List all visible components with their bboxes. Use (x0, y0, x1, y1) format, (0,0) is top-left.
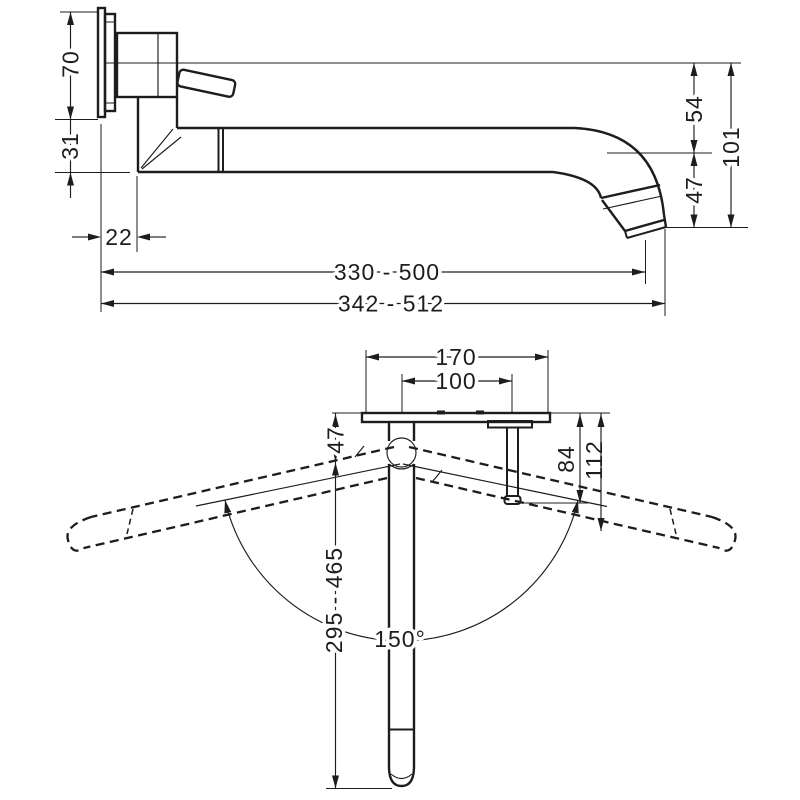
spout-tube-plan (386, 422, 417, 788)
dim-47-top-label: 47 (323, 426, 349, 454)
dim-112-label: 112 (581, 440, 607, 480)
spout-outlet (552, 126, 668, 239)
spout-arm (136, 97, 575, 174)
plate-notch (437, 410, 445, 415)
aerator-seam (602, 195, 663, 210)
elbow-cone-line (140, 128, 174, 169)
dim-170-label: 170 (435, 344, 476, 370)
dim-84-label: 84 (553, 445, 579, 473)
dim-31: 31 (54, 119, 130, 198)
swivel-arc: 150° (195, 463, 608, 656)
dim-31-label: 31 (57, 132, 83, 160)
dim-47-side-label: 47 (681, 176, 707, 204)
dim-101-label: 101 (718, 126, 744, 167)
dim-112: 112 (581, 413, 607, 531)
dim-spout-reach: 330 - 500 (101, 240, 646, 289)
mounting-plate (360, 410, 552, 424)
dim-reach-label: 330 - 500 (334, 259, 440, 285)
swivel-angle-label: 150° (374, 626, 426, 652)
top-view: 150° 170 100 47 (66, 341, 737, 789)
dim-54-47: 54 47 (607, 63, 748, 228)
ghost-tick (354, 445, 365, 458)
handle-plan (487, 420, 533, 505)
swivel-ghost-left (66, 445, 395, 552)
elbow-cone-line (141, 136, 182, 170)
dim-swivel-reach: 295 - 465 (318, 461, 392, 789)
escutcheon-plate (96, 6, 117, 119)
dim-100: 100 (401, 365, 513, 412)
dim-swivel-reach-label: 295 - 465 (321, 547, 347, 653)
outlet-face (624, 218, 665, 233)
dim-22-label: 22 (105, 224, 133, 250)
swivel-ghost-right (408, 445, 737, 552)
dim-22: 22 (72, 124, 166, 312)
dim-total-reach-label: 342 - 512 (338, 291, 444, 317)
dim-84: 84 (520, 413, 588, 504)
valve-body (115, 31, 179, 99)
aerator-seam (600, 183, 661, 200)
swivel-ball-joint (386, 437, 417, 468)
dim-100-label: 100 (435, 368, 476, 394)
outlet-face (626, 226, 667, 239)
dim-54-label: 54 (681, 95, 707, 123)
dim-101: 101 (715, 63, 748, 228)
side-view: 70 31 22 54 47 (54, 6, 748, 320)
plate-notch (476, 410, 484, 415)
dim-170: 170 (365, 341, 549, 412)
dim-total-reach: 342 - 512 (101, 229, 666, 320)
dim-70-label: 70 (58, 50, 84, 78)
dim-47-top: 47 (319, 413, 352, 462)
dim-70: 70 (54, 11, 98, 120)
handle-lever (176, 68, 237, 98)
